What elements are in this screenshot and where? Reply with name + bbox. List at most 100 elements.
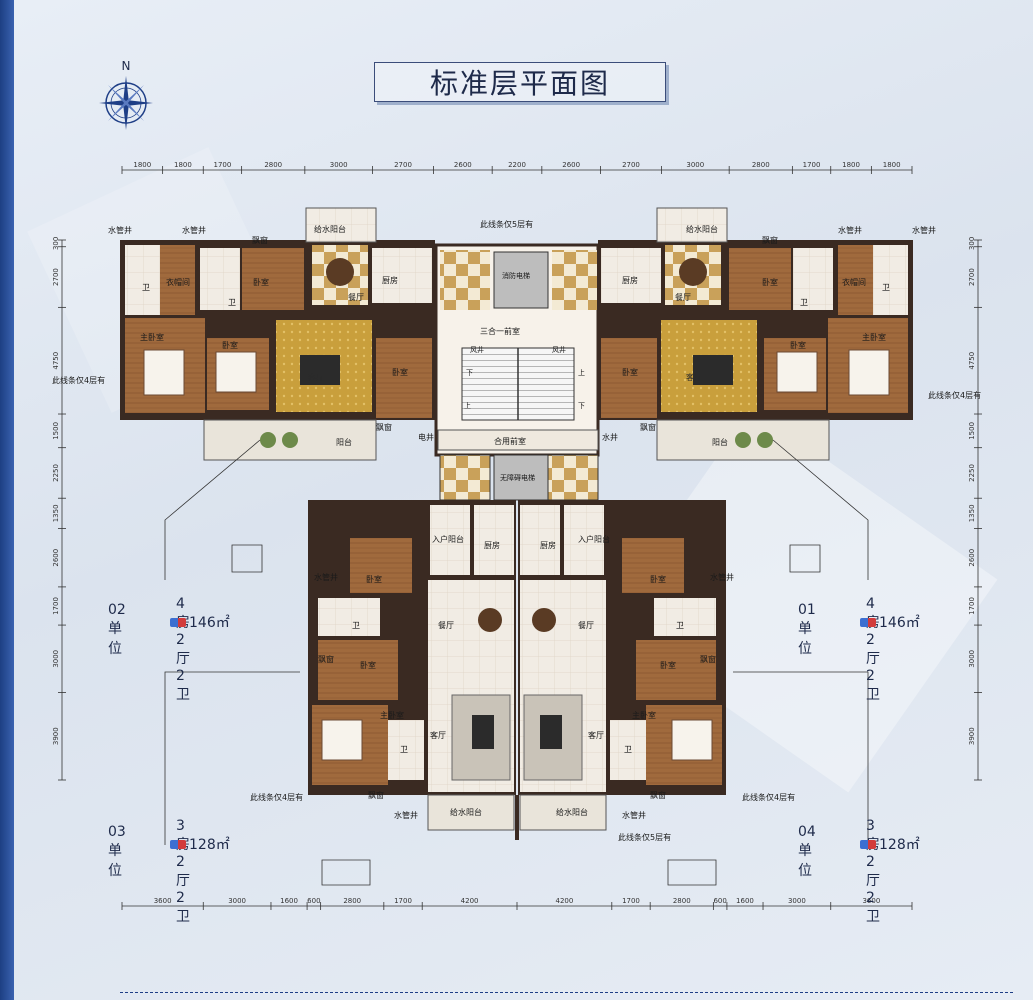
label-bedroom: 卧室 — [650, 574, 666, 584]
bottom-dashed-rule — [120, 992, 1013, 993]
label-shared-hall: 合用前室 — [494, 436, 526, 446]
dimension-label: 600 — [307, 897, 320, 905]
dimension-label: 1700 — [968, 597, 976, 615]
compass-north-label: N — [122, 59, 131, 73]
label-cloak: 衣帽间 — [842, 277, 866, 287]
dimension-label: 2800 — [343, 897, 361, 905]
dimension-label: 4750 — [968, 352, 976, 370]
label-note-floor5: 此线条仅5层有 — [618, 832, 671, 842]
dimension-label: 2600 — [562, 161, 580, 169]
label-bedroom: 卧室 — [790, 340, 806, 350]
dimension-label: 1350 — [968, 504, 976, 522]
label-entrance-balcony: 入户阳台 — [578, 534, 610, 544]
label-bay-window: 飘窗 — [376, 422, 392, 432]
label-dining: 餐厅 — [438, 621, 454, 630]
label-bedroom: 卧室 — [360, 660, 376, 670]
dimension-label: 3000 — [788, 897, 806, 905]
label-wind-well: 风井 — [470, 345, 484, 354]
label-bay-window: 飘窗 — [318, 654, 334, 664]
unit-01-plan — [598, 207, 913, 461]
label-water-pipe: 水管井 — [314, 572, 338, 582]
label-living: 客厅 — [308, 372, 324, 382]
page-title: 标准层平面图 — [429, 67, 610, 100]
unit-area-value: 128㎡ — [189, 837, 230, 853]
label-note-floor5: 此线条仅5层有 — [480, 219, 533, 229]
label-front-hall: 三合一前室 — [480, 326, 520, 336]
dimension-label: 3000 — [686, 161, 704, 169]
label-bathroom: 卫 — [142, 283, 150, 292]
dimension-label: 1600 — [280, 897, 298, 905]
label-service-balcony: 给水阳台 — [686, 224, 718, 234]
dimension-label: 2700 — [968, 268, 976, 286]
dimension-label: 3600 — [862, 897, 880, 905]
dimension-label: 1800 — [842, 161, 860, 169]
dimension-label: 2700 — [394, 161, 412, 169]
unit-area: 146㎡ — [170, 612, 230, 632]
left-accent-bar — [0, 0, 14, 1000]
label-water-shaft: 水井 — [602, 432, 618, 442]
dimension-label: 1700 — [803, 161, 821, 169]
label-bedroom: 卧室 — [622, 367, 638, 377]
dimension-label: 1700 — [52, 597, 60, 615]
dimension-label: 2800 — [673, 897, 691, 905]
label-bay-window: 飘窗 — [640, 422, 656, 432]
label-living: 客厅 — [686, 372, 702, 382]
label-bay-window: 飘窗 — [252, 235, 268, 245]
label-service-balcony: 给水阳台 — [556, 807, 588, 817]
label-kitchen: 厨房 — [540, 540, 556, 550]
unit-name: 02单位 — [108, 602, 126, 657]
dimension-label: 2250 — [968, 464, 976, 482]
dimension-label: 3000 — [968, 650, 976, 668]
unit-04-plan — [518, 500, 726, 831]
label-stair-up: 上 — [578, 368, 585, 377]
dimension-label: 2600 — [454, 161, 472, 169]
label-stair-up: 上 — [464, 401, 471, 410]
label-bathroom: 卫 — [800, 298, 808, 307]
dimension-label: 2700 — [622, 161, 640, 169]
label-kitchen: 厨房 — [484, 540, 500, 550]
unit-name: 03单位 — [108, 824, 126, 879]
label-dining: 餐厅 — [578, 621, 594, 630]
label-dining: 餐厅 — [675, 293, 691, 302]
label-master-bedroom: 主卧室 — [862, 332, 886, 342]
dimension-label: 2250 — [52, 464, 60, 482]
title-box: 标准层平面图 — [374, 62, 666, 102]
dimension-label: 3000 — [330, 161, 348, 169]
label-living: 客厅 — [430, 730, 446, 740]
unit-area-value: 128㎡ — [879, 837, 920, 853]
room-labels: 水管井 水管井 卫 衣帽间 卫 卧室 飘窗 给水阳台 厨房 餐厅 主卧室 卧室 … — [52, 219, 981, 842]
label-water-pipe: 水管井 — [394, 810, 418, 820]
label-note-floor4: 此线条仅4层有 — [928, 390, 981, 400]
unit-type: 4房2厅2卫 — [176, 596, 190, 703]
label-bedroom: 卧室 — [392, 367, 408, 377]
label-bathroom: 卫 — [400, 745, 408, 754]
label-bathroom: 卫 — [882, 283, 890, 292]
unit-area: 128㎡ — [860, 834, 920, 854]
dimension-label: 4200 — [461, 897, 479, 905]
dimension-label: 1700 — [214, 161, 232, 169]
unit-02-plan — [120, 207, 435, 461]
label-master-bedroom: 主卧室 — [140, 332, 164, 342]
label-bedroom: 卧室 — [222, 340, 238, 350]
label-bedroom: 卧室 — [366, 574, 382, 584]
unit-name: 04单位 — [798, 824, 816, 879]
dimension-label: 300 — [52, 237, 60, 250]
dimension-label: 1500 — [52, 422, 60, 440]
label-stair-down: 下 — [578, 402, 585, 410]
dimension-label: 3900 — [968, 727, 976, 745]
label-bedroom: 卧室 — [660, 660, 676, 670]
dimension-label: 3600 — [154, 897, 172, 905]
label-bedroom: 卧室 — [762, 277, 778, 287]
dimension-label: 2800 — [264, 161, 282, 169]
label-living: 客厅 — [588, 730, 604, 740]
dimension-label: 1600 — [736, 897, 754, 905]
label-bay-window: 飘窗 — [762, 235, 778, 245]
label-stair-down: 下 — [466, 369, 473, 377]
dimension-label: 3000 — [52, 650, 60, 668]
dimension-label: 600 — [713, 897, 726, 905]
compass-icon: N — [99, 59, 153, 130]
leader-lines — [164, 439, 869, 886]
unit-03-plan — [308, 500, 516, 831]
label-bay-window: 飘窗 — [650, 790, 666, 800]
